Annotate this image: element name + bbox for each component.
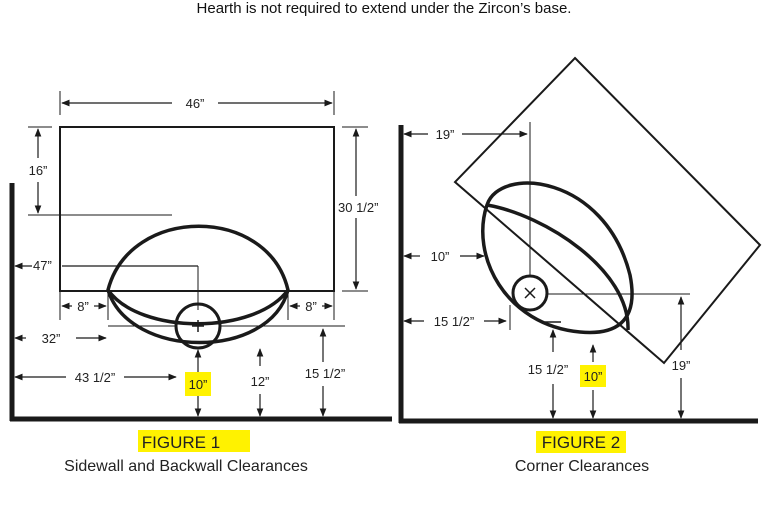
figure-1-caption: Sidewall and Backwall Clearances: [64, 458, 308, 475]
dim-12: 12”: [251, 374, 270, 389]
dim-15-half-fig2: 15 1/2”: [528, 362, 568, 377]
highlight-10-fig2: [580, 365, 606, 387]
figure-1: [9, 91, 392, 422]
dim-15-half-fig1: 15 1/2”: [305, 366, 345, 381]
stove-body: [106, 224, 290, 345]
dim-32: 32”: [42, 331, 61, 346]
dim-10-fig1: 10”: [189, 377, 208, 392]
dim-47: 47”: [33, 258, 52, 273]
stove-top-outline: [59, 126, 335, 292]
header-note: Hearth is not required to extend under t…: [196, 0, 572, 17]
dim-30-half: 30 1/2”: [338, 200, 378, 215]
dim-19-top: 19”: [436, 127, 455, 142]
dim-10-fig2: 10”: [584, 369, 603, 384]
dim-8-left: 8”: [77, 299, 89, 314]
dim-16: 16”: [29, 163, 48, 178]
highlight-figure-1: [138, 430, 250, 452]
figure-1-labels: 46” 16” 30 1/2” 47” 8” 8” 32” 43 1/2” 10…: [29, 96, 379, 475]
dim-19-right: 19”: [672, 358, 691, 373]
dim-15-half-side: 15 1/2”: [434, 314, 474, 329]
dim-43-half: 43 1/2”: [75, 370, 115, 385]
dim-8-right: 8”: [305, 299, 317, 314]
stove-top-outline-rotated: [453, 56, 762, 365]
figure-2-labels: 19” 10” 15 1/2” 15 1/2” 10” 19” FIGURE 2…: [431, 127, 691, 475]
figure-2-title: FIGURE 2: [542, 433, 620, 452]
dim-10-side: 10”: [431, 249, 450, 264]
figure-2: [398, 56, 762, 424]
figure-1-title: FIGURE 1: [142, 433, 220, 452]
dim-46: 46”: [186, 96, 205, 111]
highlight-figure-2: [536, 431, 626, 453]
stove-base-arc-rotated: [486, 203, 630, 331]
figure-2-caption: Corner Clearances: [515, 458, 649, 475]
highlight-10-fig1: [185, 372, 211, 396]
stove-body-rotated: [481, 181, 634, 335]
